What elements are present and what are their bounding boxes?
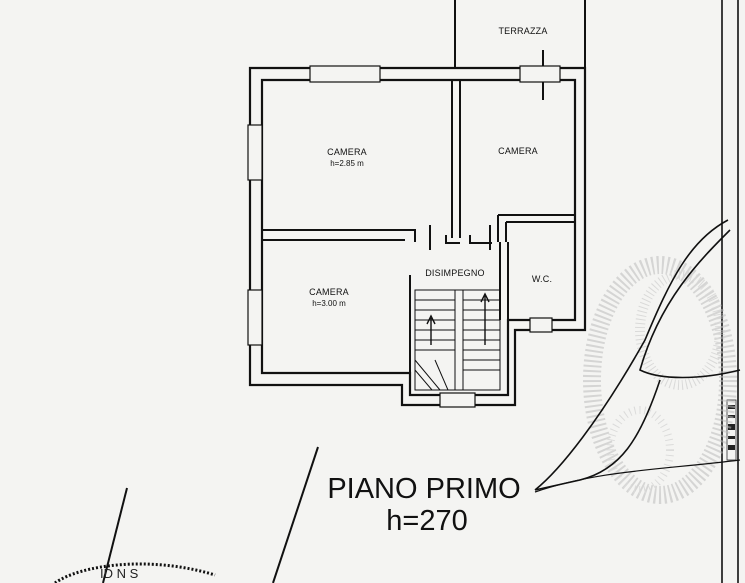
compass-marks: ID N S [54, 446, 319, 583]
staircase [414, 289, 501, 391]
stamp-scribble [583, 256, 737, 504]
room-wc: W.C. [532, 274, 552, 284]
room-terrazza: TERRAZZA [498, 26, 547, 36]
room-label-camera-3: CAMERA [309, 287, 349, 297]
rotated-vertical-text [726, 399, 737, 461]
room-camera-1: CAMERA h=2.85 m [327, 147, 367, 168]
floor-title: PIANO PRIMO [327, 473, 520, 505]
svg-text:ID N S: ID N S [100, 566, 139, 581]
window-openings [247, 65, 561, 408]
room-label-terrazza: TERRAZZA [498, 26, 547, 36]
leader-line-2 [534, 459, 741, 493]
room-height-camera-3: h=3.00 m [312, 299, 346, 308]
room-label-disimpegno: DISIMPEGNO [425, 268, 485, 278]
room-label-camera-2: CAMERA [498, 146, 538, 156]
room-height-camera-1: h=2.85 m [330, 159, 364, 168]
room-label-camera-1: CAMERA [327, 147, 367, 157]
room-camera-2: CAMERA [498, 146, 538, 156]
interior-walls [262, 80, 575, 385]
sheet-border [721, 0, 739, 583]
room-label-wc: W.C. [532, 274, 552, 284]
room-disimpegno: DISIMPEGNO [425, 268, 485, 278]
leader-line [534, 219, 741, 491]
floor-height: h=270 [386, 505, 467, 537]
terrace-outline [454, 0, 586, 100]
exterior-walls [248, 66, 587, 407]
room-camera-3: CAMERA h=3.00 m [309, 287, 349, 308]
